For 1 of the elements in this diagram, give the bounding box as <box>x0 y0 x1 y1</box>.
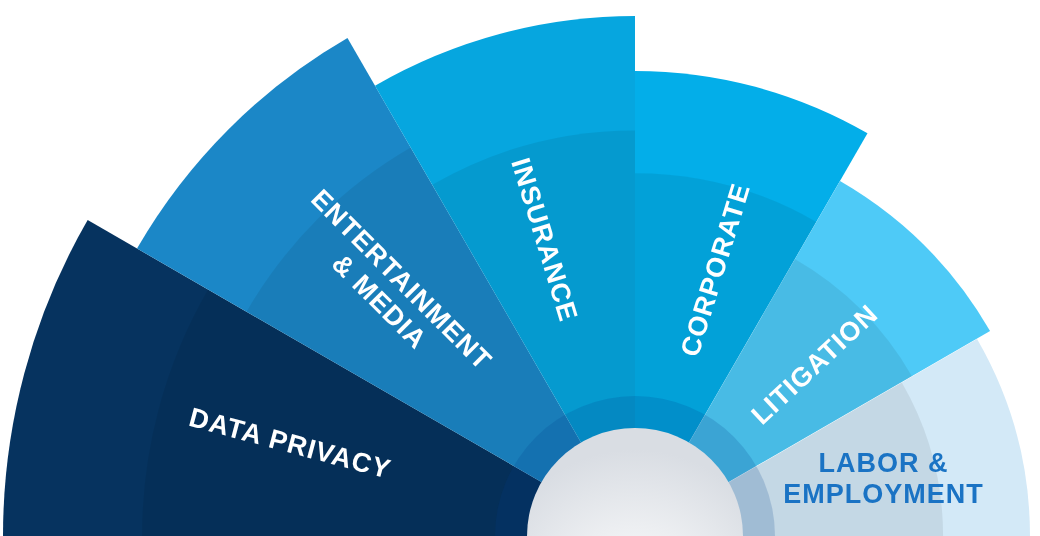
segment-label: LABOR & EMPLOYMENT <box>782 447 985 510</box>
